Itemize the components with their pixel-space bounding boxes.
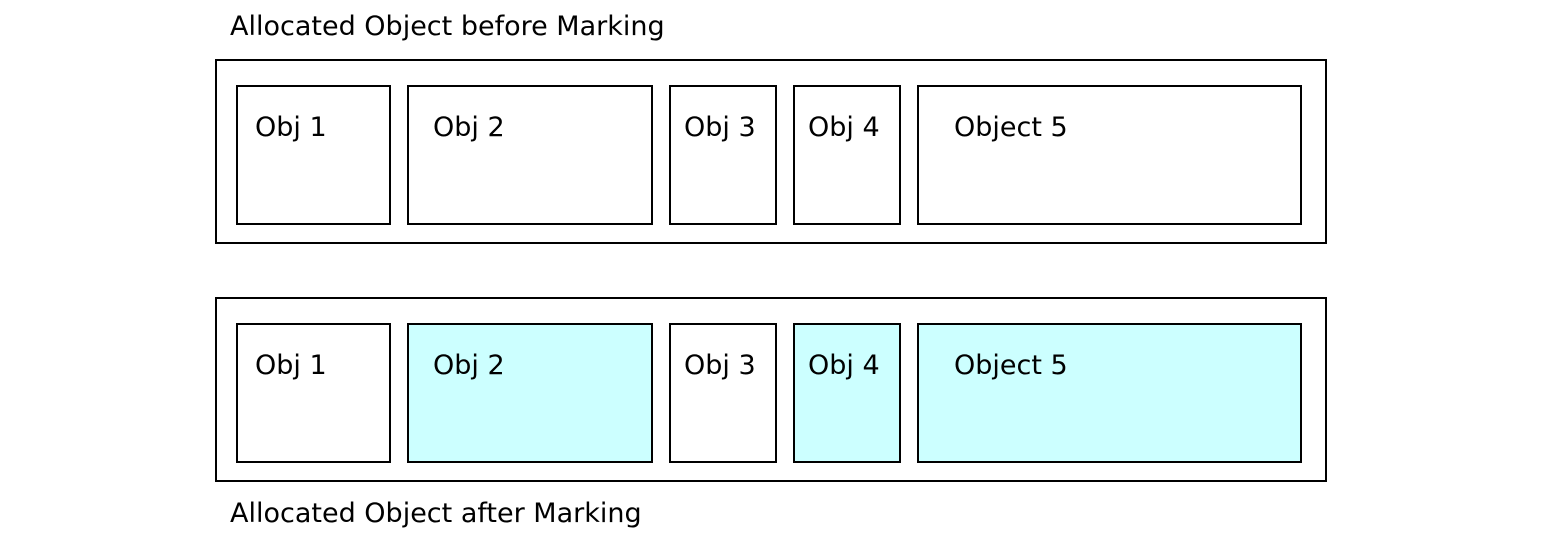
object-label: Obj 4 xyxy=(808,112,880,143)
object-label: Obj 3 xyxy=(684,350,756,381)
object-block-3: Obj 3 xyxy=(669,323,777,463)
object-block-5: Object 5 xyxy=(917,85,1302,225)
object-label: Obj 1 xyxy=(255,350,327,381)
object-label: Object 5 xyxy=(954,350,1068,381)
object-block-4: Obj 4 xyxy=(793,323,901,463)
object-block-1: Obj 1 xyxy=(236,323,391,463)
caption-after-marking: Allocated Object after Marking xyxy=(230,498,642,529)
object-block-3: Obj 3 xyxy=(669,85,777,225)
object-label: Obj 1 xyxy=(255,112,327,143)
object-label: Obj 4 xyxy=(808,350,880,381)
caption-before-marking: Allocated Object before Marking xyxy=(230,11,665,42)
heap-before-marking: Obj 1 Obj 2 Obj 3 Obj 4 Object 5 xyxy=(215,59,1327,244)
object-block-2: Obj 2 xyxy=(407,85,653,225)
object-block-5: Object 5 xyxy=(917,323,1302,463)
object-label: Object 5 xyxy=(954,112,1068,143)
object-block-1: Obj 1 xyxy=(236,85,391,225)
object-block-2: Obj 2 xyxy=(407,323,653,463)
object-block-4: Obj 4 xyxy=(793,85,901,225)
object-label: Obj 2 xyxy=(433,350,505,381)
object-label: Obj 2 xyxy=(433,112,505,143)
object-label: Obj 3 xyxy=(684,112,756,143)
heap-after-marking: Obj 1 Obj 2 Obj 3 Obj 4 Object 5 xyxy=(215,297,1327,482)
